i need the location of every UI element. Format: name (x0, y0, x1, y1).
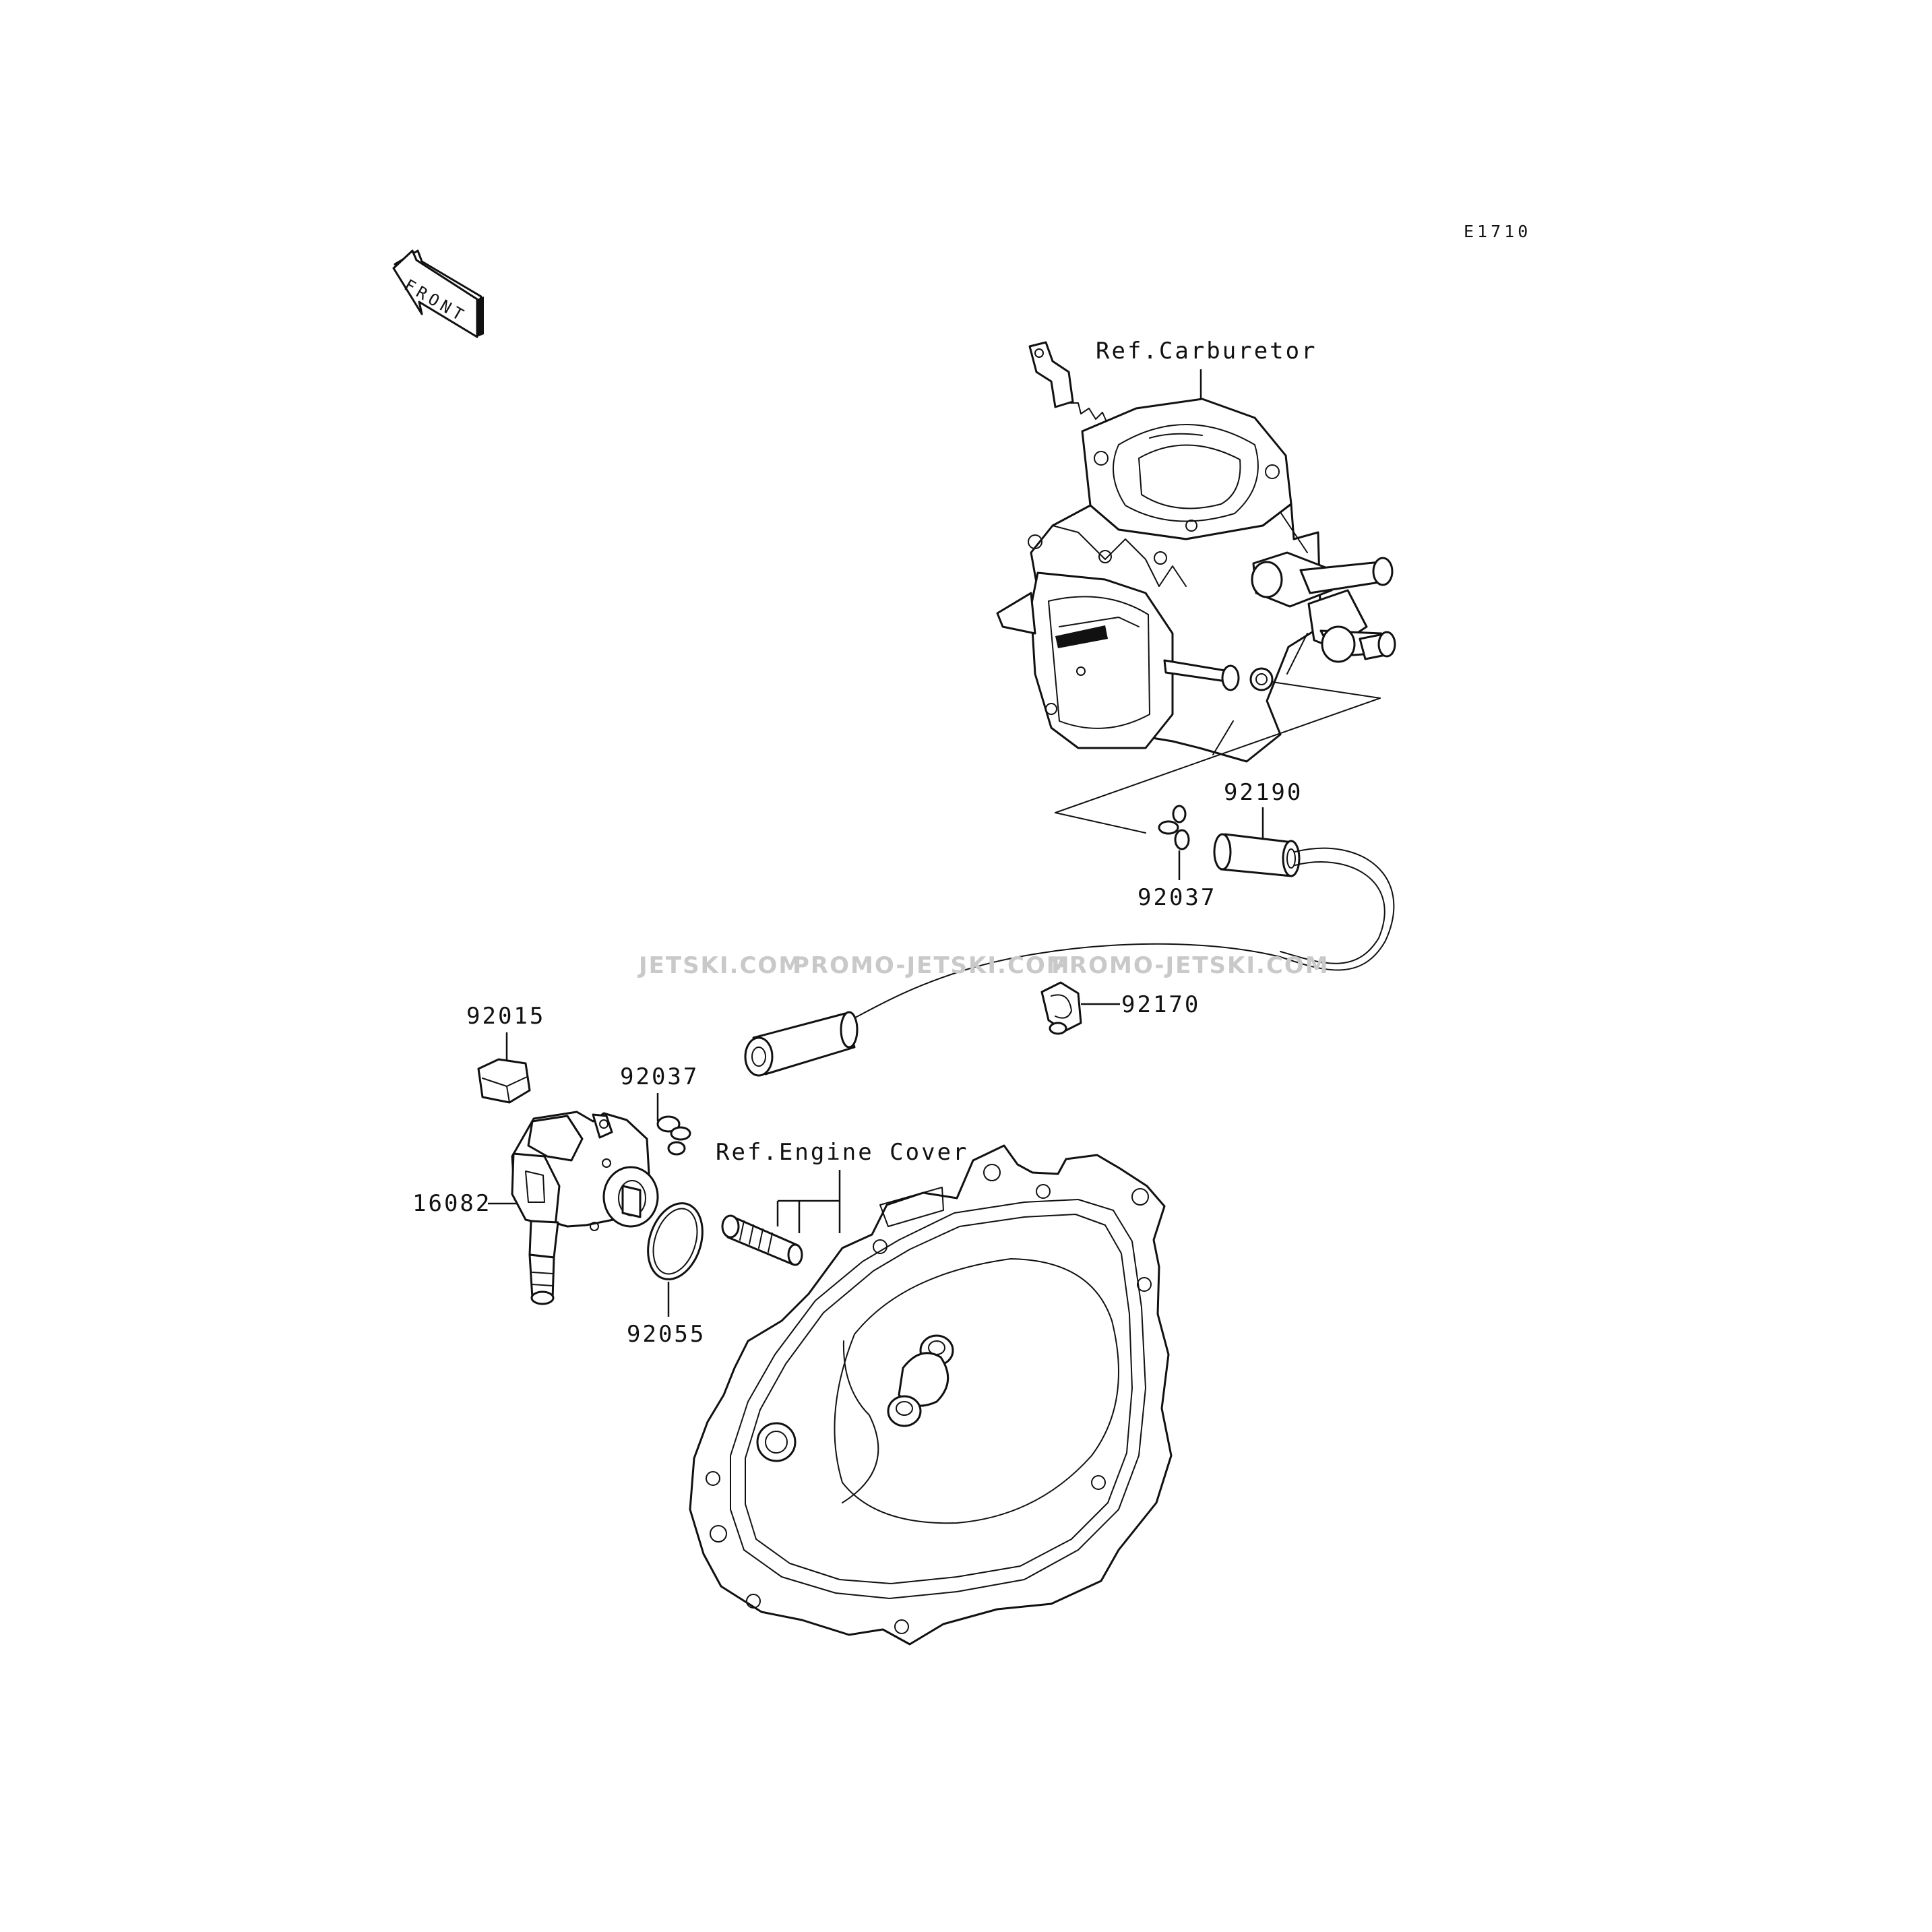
engine-cover-part (689, 1144, 1173, 1646)
explode-line-diag (1055, 697, 1381, 813)
diagram-code: E1710 (1464, 222, 1531, 241)
part-label-92170: 92170 (1121, 991, 1200, 1018)
fuel-hose-line-inner (1280, 861, 1385, 964)
part-label-92015: 92015 (466, 1003, 545, 1030)
fuel-hose-line (842, 847, 1395, 1025)
mounting-stud-part (721, 1214, 803, 1266)
part-label-92037-top: 92037 (1138, 884, 1216, 911)
explode-line-top (1272, 681, 1381, 699)
cap-92015-part (477, 1058, 531, 1104)
watermark-part-1: JETSKI.COM (637, 952, 803, 979)
carburetor-part (996, 341, 1396, 763)
carburetor-ref-label: Ref.Carburetor (1096, 338, 1317, 365)
clamp-92170-part (1040, 981, 1082, 1035)
clip-92037-top-part (1158, 805, 1190, 850)
fuel-pump-16082-part (511, 1111, 659, 1305)
hose-92190-part (1213, 833, 1301, 877)
front-arrow-icon: FRONT (392, 249, 484, 338)
explode-line-bottom (1055, 812, 1146, 834)
clip-92037-left-part (656, 1115, 691, 1156)
engine-cover-ref-label: Ref.Engine Cover (716, 1139, 969, 1166)
o-ring-92055-part (647, 1202, 704, 1280)
part-label-92190: 92190 (1224, 779, 1303, 806)
hose-segment-lower-part (744, 1011, 859, 1077)
watermark-part-2: PROMO-JETSKI.COM (792, 952, 1071, 979)
watermark-part-3: PROMO-JETSKI.COM (1051, 952, 1330, 979)
part-label-92055: 92055 (627, 1321, 706, 1348)
part-label-92037-left: 92037 (620, 1063, 699, 1090)
part-label-16082: 16082 (412, 1190, 491, 1217)
